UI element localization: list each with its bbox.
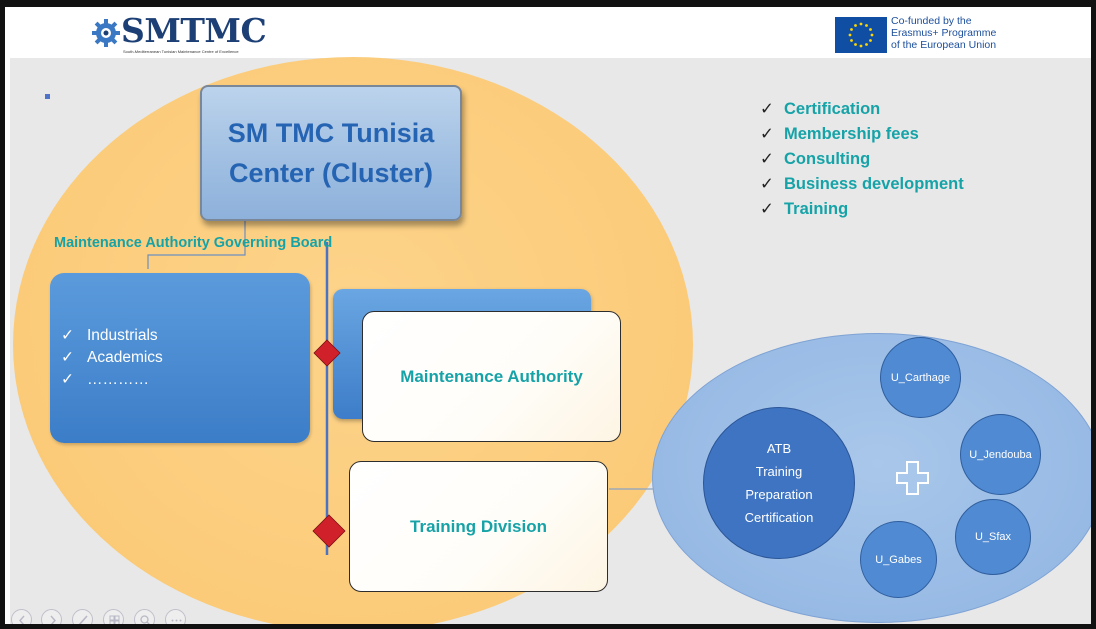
list-item: ✓ Membership fees xyxy=(760,122,964,147)
list-item: ✓ Training xyxy=(760,197,964,222)
bullet-marker xyxy=(45,94,50,99)
members-box: ✓ Industrials ✓ Academics ✓ ………… xyxy=(50,273,310,443)
next-icon[interactable] xyxy=(41,609,62,624)
university-circle: U_Carthage xyxy=(880,337,961,418)
member-label: ………… xyxy=(87,371,149,388)
member-label: Academics xyxy=(87,349,163,366)
atb-line: Preparation xyxy=(745,487,813,502)
eu-funding-text: Co-funded by the Erasmus+ Programme of t… xyxy=(891,15,996,51)
slide: SMTMC South-Mediterranean Tunisian Maint… xyxy=(5,7,1091,624)
atb-line: ATB xyxy=(766,441,792,456)
service-label: Membership fees xyxy=(784,125,919,143)
cluster-title-line2: Center (Cluster) xyxy=(228,158,434,188)
check-icon: ✓ xyxy=(760,175,774,193)
university-label: U_Sfax xyxy=(974,531,1012,543)
atb-circle: ATB Training Preparation Certification xyxy=(703,407,855,559)
service-label: Certification xyxy=(784,100,881,118)
service-label: Business development xyxy=(784,175,964,193)
eu-flag-icon xyxy=(835,17,887,53)
university-circle: U_Gabes xyxy=(860,521,937,598)
check-icon: ✓ xyxy=(760,150,774,168)
training-connector-line xyxy=(609,463,658,490)
governing-board-label: Maintenance Authority Governing Board xyxy=(54,235,333,251)
members-list: ✓ Industrials ✓ Academics ✓ ………… xyxy=(61,325,163,391)
cluster-center-box: SM TMC Tunisia Center (Cluster) xyxy=(200,85,462,221)
board-connector-line xyxy=(147,212,246,269)
header-band: SMTMC South-Mediterranean Tunisian Maint… xyxy=(5,7,1091,56)
eu-text-line: Co-funded by the xyxy=(891,15,972,27)
maintenance-authority-label: Maintenance Authority xyxy=(400,366,583,386)
training-division-label: Training Division xyxy=(410,516,547,536)
university-circle: U_Sfax xyxy=(955,499,1031,575)
services-list: ✓ Certification ✓ Membership fees ✓ Consult… xyxy=(760,97,964,222)
pen-icon[interactable] xyxy=(72,609,93,624)
list-item: ✓ ………… xyxy=(61,369,163,391)
previous-icon[interactable] xyxy=(11,609,32,624)
eu-text-line: of the European Union xyxy=(891,39,997,51)
list-item: ✓ Industrials xyxy=(61,325,163,347)
university-label: U_Carthage xyxy=(890,371,951,384)
check-icon: ✓ xyxy=(61,327,74,344)
gear-logo-icon xyxy=(92,19,120,47)
zoom-icon[interactable] xyxy=(134,609,155,624)
logo-text: SMTMC xyxy=(121,11,267,50)
list-item: ✓ Consulting xyxy=(760,147,964,172)
atb-line: Training xyxy=(755,464,803,479)
university-label: U_Gabes xyxy=(875,553,922,566)
member-label: Industrials xyxy=(87,327,158,344)
slides-grid-icon[interactable] xyxy=(103,609,124,624)
eu-text-line: Erasmus+ Programme xyxy=(891,27,997,39)
service-label: Consulting xyxy=(784,150,871,168)
diamond-connector-icon xyxy=(313,339,341,367)
list-item: ✓ Academics xyxy=(61,347,163,369)
check-icon: ✓ xyxy=(61,371,74,388)
more-icon[interactable] xyxy=(165,609,186,624)
cluster-title-line1: SM TMC Tunisia xyxy=(227,118,435,148)
service-label: Training xyxy=(784,200,849,218)
atb-line: Certification xyxy=(744,510,814,525)
check-icon: ✓ xyxy=(760,200,774,218)
maintenance-authority-box: Maintenance Authority xyxy=(362,311,621,442)
check-icon: ✓ xyxy=(61,349,74,366)
list-item: ✓ Business development xyxy=(760,172,964,197)
check-icon: ✓ xyxy=(760,125,774,143)
logo-tagline: South-Mediterranean Tunisian Maintenance… xyxy=(123,49,239,54)
training-division-box: Training Division xyxy=(349,461,608,592)
plus-icon xyxy=(896,461,929,495)
list-item: ✓ Certification xyxy=(760,97,964,122)
university-circle: U_Jendouba xyxy=(960,414,1041,495)
check-icon: ✓ xyxy=(760,100,774,118)
diamond-connector-icon xyxy=(312,514,346,548)
university-label: U_Jendouba xyxy=(969,448,1032,461)
